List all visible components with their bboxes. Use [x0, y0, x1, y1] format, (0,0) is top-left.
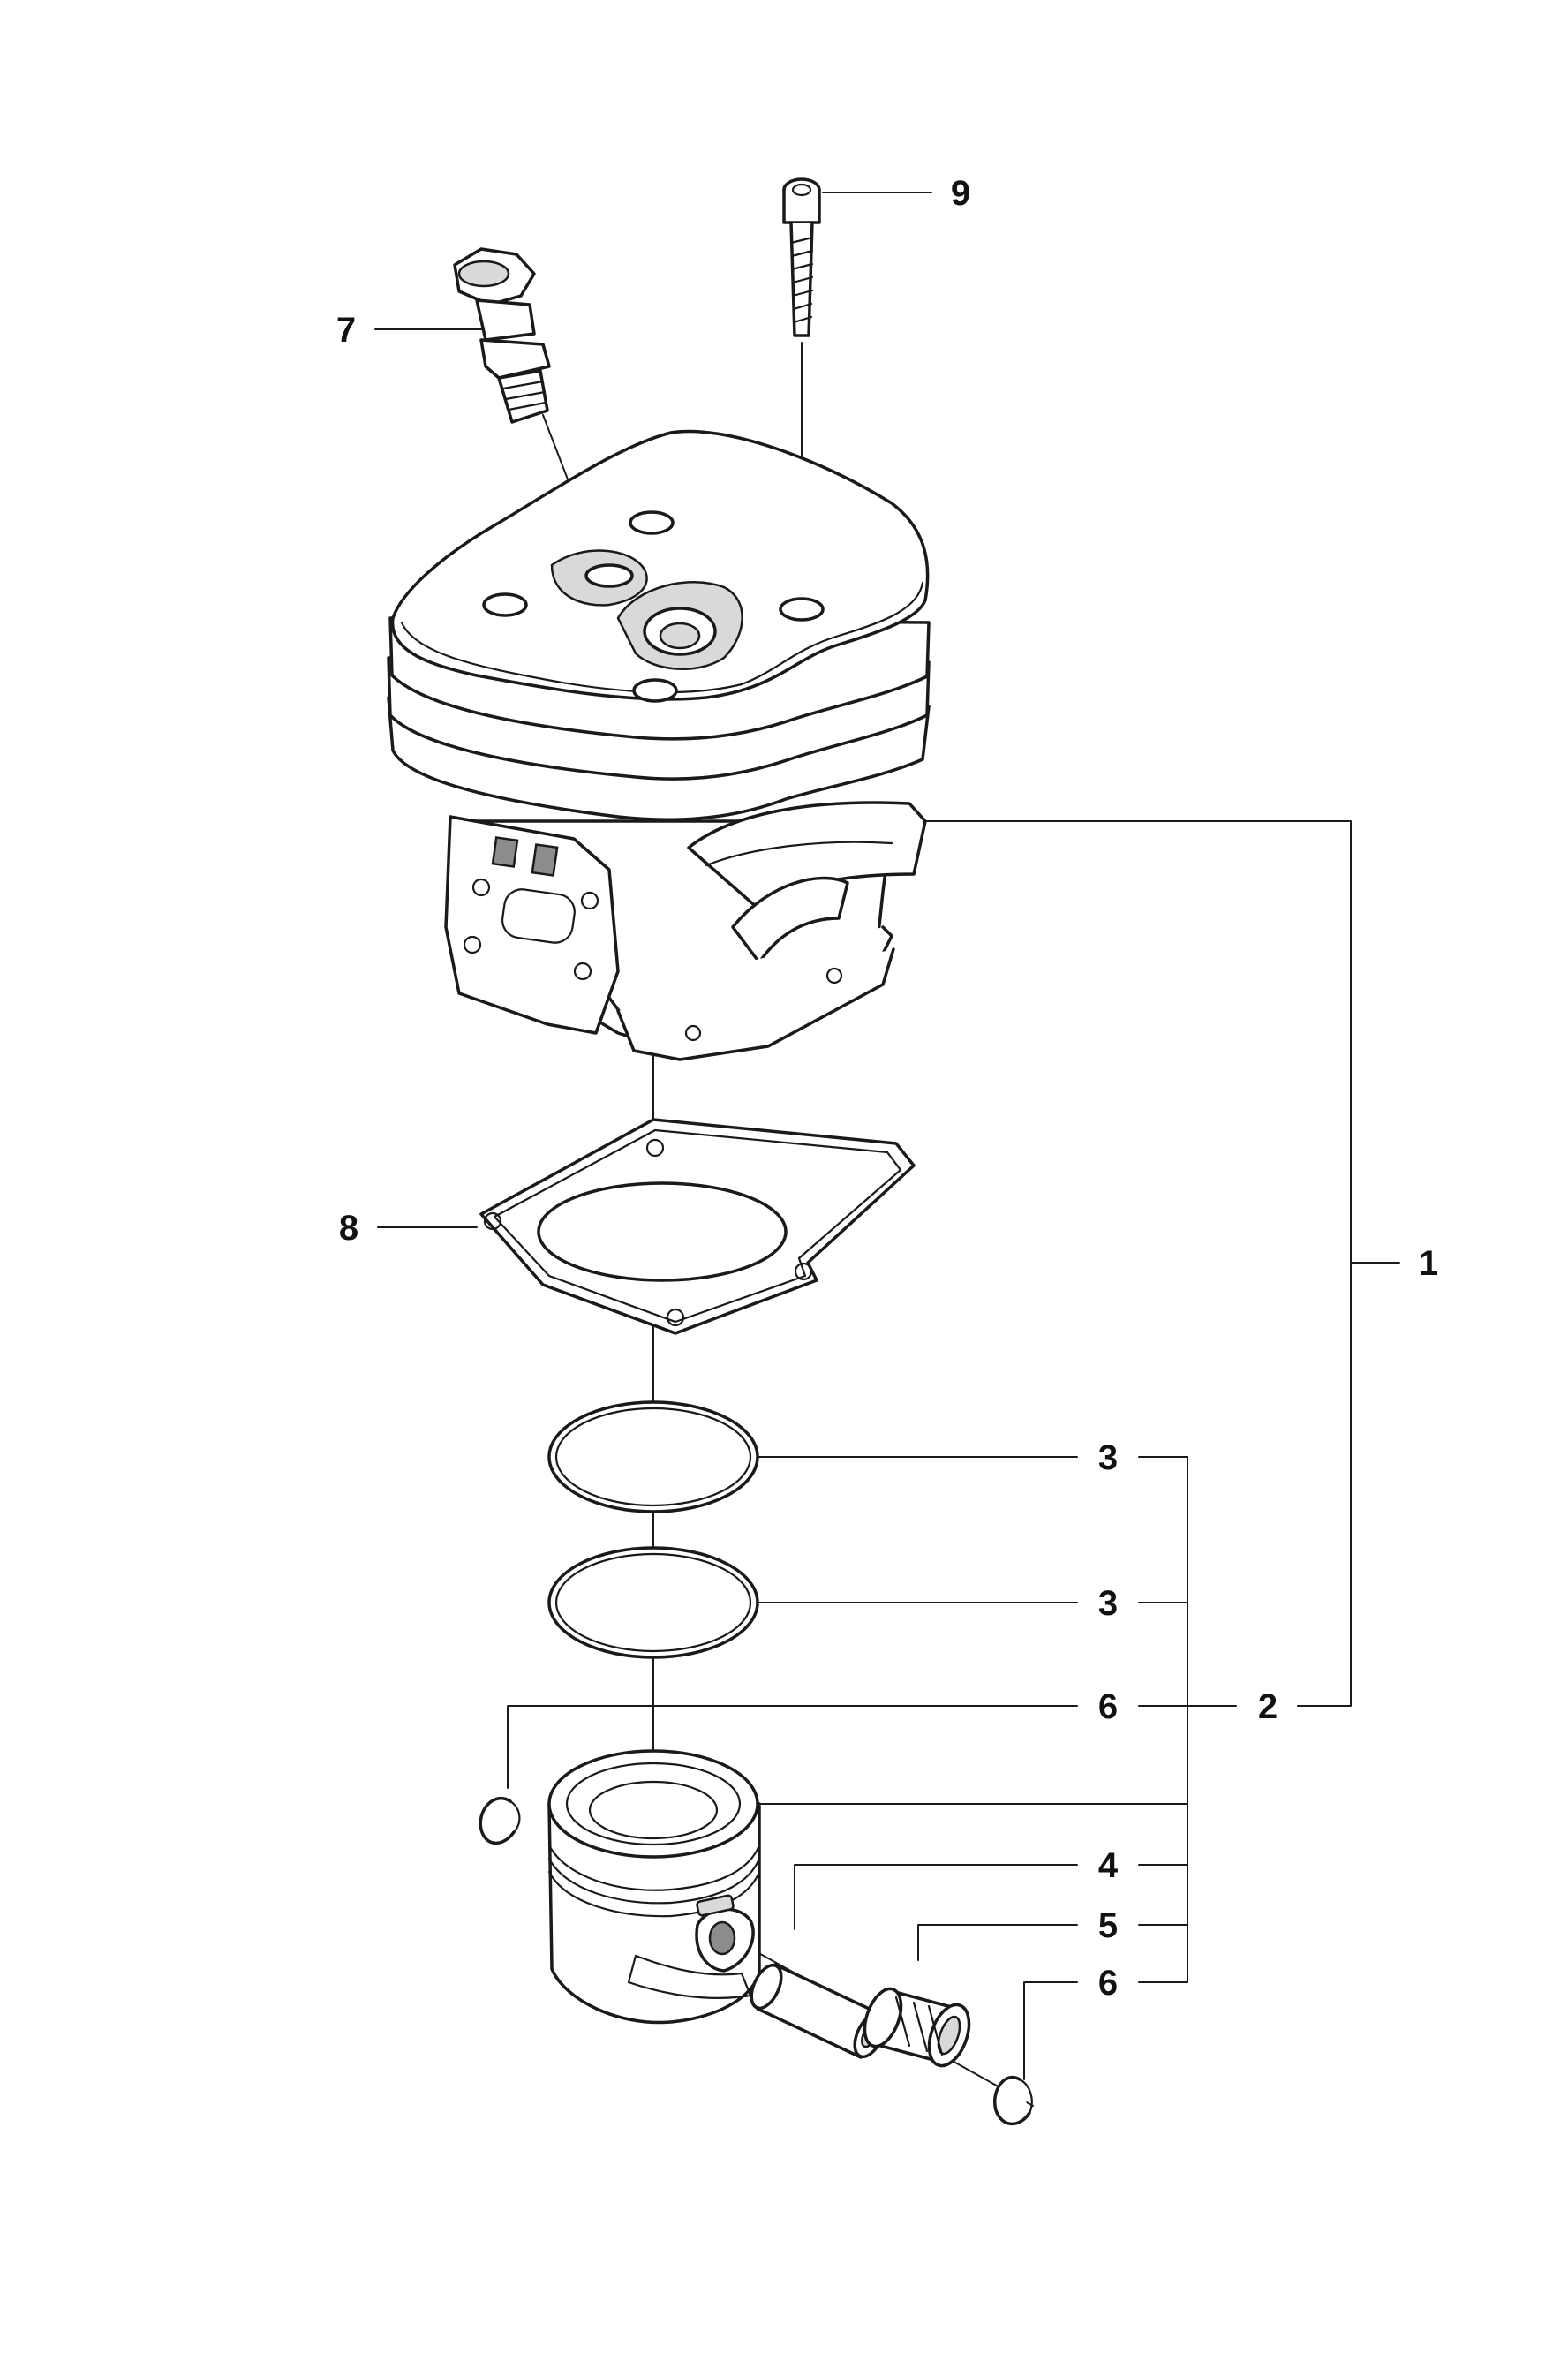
screw-icon [782, 177, 821, 337]
piston-icon [547, 1749, 761, 2025]
callout-3-lower: 3 [1098, 1584, 1118, 1623]
cylinder-icon [387, 429, 931, 1061]
leader-lines [374, 192, 1400, 2107]
gasket-icon [479, 1118, 916, 1335]
callout-5: 5 [1098, 1906, 1118, 1945]
piston-ring-icon [547, 1546, 759, 1659]
callout-6-upper: 6 [1098, 1687, 1118, 1726]
callout-labels: 9 7 8 1 3 3 6 2 4 5 6 [336, 174, 1438, 2003]
callout-8: 8 [339, 1209, 358, 1248]
callout-2: 2 [1258, 1687, 1278, 1726]
callout-6-lower: 6 [1098, 1964, 1118, 2003]
callout-7: 7 [336, 311, 356, 350]
callout-9: 9 [951, 174, 970, 213]
circlip-icon [479, 1796, 521, 1845]
decompression-valve-icon [453, 247, 551, 424]
piston-ring-icon [547, 1400, 759, 1513]
callout-1: 1 [1419, 1244, 1438, 1283]
callout-4: 4 [1098, 1846, 1119, 1885]
circlip-icon [993, 2076, 1033, 2126]
needle-bearing-icon [863, 1987, 971, 2068]
callout-3-upper: 3 [1098, 1438, 1118, 1477]
